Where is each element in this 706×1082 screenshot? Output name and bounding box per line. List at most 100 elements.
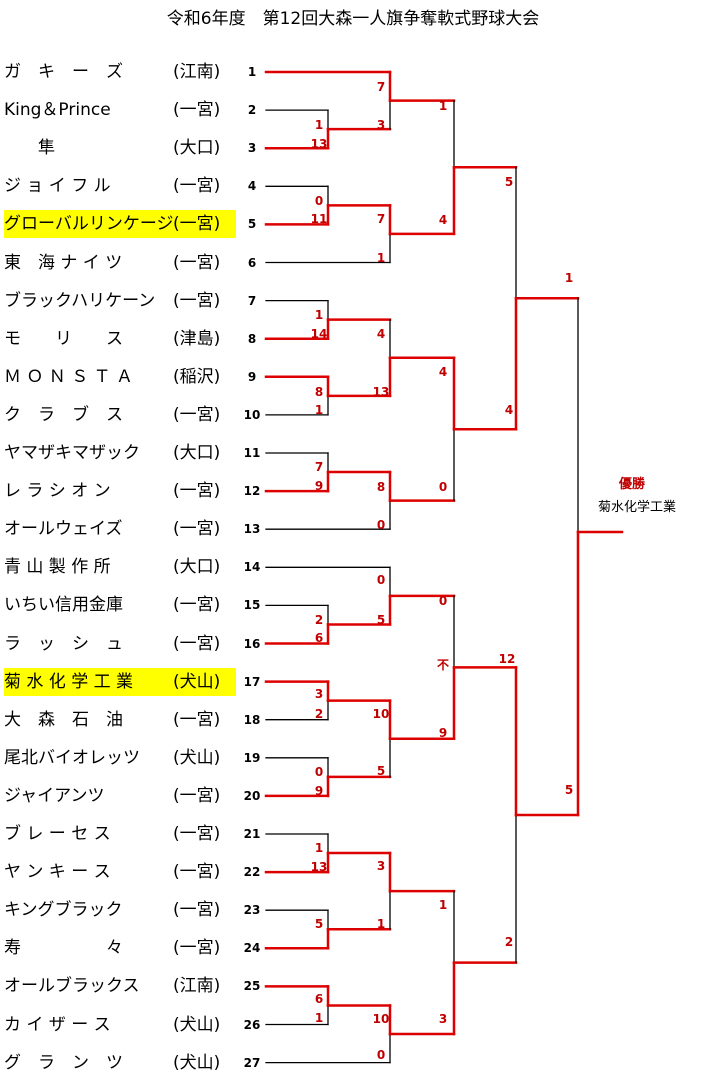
- score-label: 7: [376, 80, 386, 94]
- team-name: ラ ッ シ ュ: [4, 633, 123, 654]
- team-name: ヤ ン キ ー ス: [4, 862, 111, 883]
- score-label: 2: [504, 935, 514, 949]
- team-row: ク ラ ブ ス(一宮): [4, 401, 236, 429]
- team-seed-number: 2: [247, 103, 257, 118]
- team-row: オールブラックス(江南): [4, 972, 236, 1000]
- team-row: 青 山 製 作 所 (大口): [4, 553, 236, 581]
- score-label: 1: [314, 403, 324, 417]
- score-label: 5: [376, 613, 386, 627]
- team-seed-number: 5: [247, 217, 257, 232]
- team-location: (犬山): [173, 1052, 221, 1073]
- team-row: 隼(大口): [4, 134, 236, 162]
- team-location: (一宮): [173, 709, 221, 730]
- score-label: 0: [314, 765, 324, 779]
- score-label: 12: [498, 652, 516, 666]
- team-name: ブ レ ー セ ス: [4, 824, 111, 844]
- score-label: 1: [314, 1011, 324, 1025]
- team-seed-number: 19: [243, 750, 261, 765]
- team-row: ジ ョ イ フ ル(一宮): [4, 172, 236, 200]
- team-seed-number: 3: [247, 141, 257, 156]
- team-location: (一宮): [173, 404, 221, 425]
- score-label: 1: [438, 99, 448, 113]
- team-name: レ ラ シ オ ン: [4, 481, 111, 502]
- score-label: 3: [376, 859, 386, 873]
- score-label: 1: [564, 271, 574, 285]
- team-name: ブラックハリケーン: [4, 290, 156, 311]
- score-label: 14: [310, 327, 328, 341]
- team-location: (江南): [173, 976, 221, 997]
- team-seed-number: 12: [243, 484, 261, 499]
- score-label: 1: [438, 898, 448, 912]
- team-seed-number: 25: [243, 979, 261, 994]
- score-label: 1: [376, 917, 386, 931]
- team-name: 寿 々: [4, 938, 123, 959]
- team-location: (一宮): [173, 595, 221, 616]
- team-seed-number: 9: [247, 369, 257, 384]
- team-seed-number: 4: [247, 179, 257, 194]
- score-label: 3: [314, 687, 324, 701]
- team-location: (江南): [173, 62, 221, 82]
- team-location: (一宮): [173, 938, 221, 959]
- team-seed-number: 13: [243, 522, 261, 537]
- score-label: 3: [438, 1012, 448, 1026]
- team-location: (一宮): [173, 824, 221, 844]
- score-label: 5: [314, 917, 324, 931]
- team-row: 大 森 石 油(一宮): [4, 706, 236, 734]
- score-label: 9: [438, 726, 448, 740]
- team-location: (一宮): [173, 290, 221, 311]
- score-label: 11: [310, 212, 328, 226]
- team-name: 青 山 製 作 所: [4, 557, 111, 578]
- team-seed-number: 14: [243, 560, 261, 575]
- team-row: レ ラ シ オ ン (一宮): [4, 477, 236, 505]
- team-row: ガ キ ー ズ(江南): [4, 58, 236, 86]
- team-seed-number: 21: [243, 827, 261, 841]
- team-row: 菊 水 化 学 工 業(犬山): [4, 667, 236, 696]
- score-label: 10: [372, 707, 390, 721]
- team-name: 尾北バイオレッツ: [4, 747, 140, 768]
- team-row: オールウェイズ(一宮): [4, 515, 236, 543]
- page-title: 令和6年度 第12回大森一人旗争奪軟式野球大会: [166, 9, 540, 29]
- team-location: (一宮): [173, 481, 221, 502]
- score-label: 不: [436, 658, 449, 672]
- team-seed-number: 11: [243, 446, 261, 460]
- score-label: 2: [314, 707, 324, 721]
- team-name: ヤマザキマザック: [4, 443, 140, 463]
- team-name: 隼: [4, 138, 55, 159]
- score-label: 4: [504, 403, 514, 417]
- champion-label: 優勝: [618, 477, 645, 492]
- team-seed-number: 17: [243, 674, 261, 689]
- score-label: 2: [314, 613, 324, 627]
- score-label: 10: [372, 1012, 390, 1026]
- score-label: 6: [314, 992, 324, 1006]
- team-name: いちい信用金庫: [4, 595, 123, 616]
- team-location: (一宮): [173, 785, 221, 806]
- team-seed-number: 15: [243, 598, 261, 613]
- team-location: (一宮): [173, 862, 221, 883]
- score-label: 5: [376, 764, 386, 778]
- team-seed-number: 18: [243, 712, 261, 727]
- team-location: (大口): [173, 557, 221, 578]
- team-name: King＆Prince: [4, 100, 111, 121]
- team-name: グ ラ ン ツ: [4, 1052, 123, 1073]
- score-label: 8: [376, 480, 386, 494]
- team-location: (一宮): [173, 900, 221, 921]
- team-row: カ イ ザ ー ス(犬山): [4, 1011, 236, 1039]
- team-row: 東 海 ナ イ ツ(一宮): [4, 249, 236, 277]
- team-location: (一宮): [173, 100, 221, 121]
- score-label: 4: [438, 213, 448, 227]
- score-label: 0: [376, 1048, 386, 1062]
- score-label: 0: [376, 573, 386, 587]
- team-row: ジャイアンツ(一宮): [4, 782, 236, 810]
- team-name: ジ ョ イ フ ル: [4, 176, 111, 197]
- team-name: オールウェイズ: [4, 519, 123, 540]
- team-row: いちい信用金庫 (一宮): [4, 591, 236, 619]
- team-location: (稲沢): [173, 366, 221, 387]
- team-seed-number: 10: [243, 407, 261, 422]
- team-row: ヤマザキマザック(大口): [4, 439, 236, 467]
- team-seed-number: 20: [243, 788, 261, 803]
- team-name: 東 海 ナ イ ツ: [4, 252, 123, 273]
- team-seed-number: 7: [247, 293, 257, 308]
- score-label: 5: [504, 175, 514, 189]
- score-label: 1: [314, 118, 324, 132]
